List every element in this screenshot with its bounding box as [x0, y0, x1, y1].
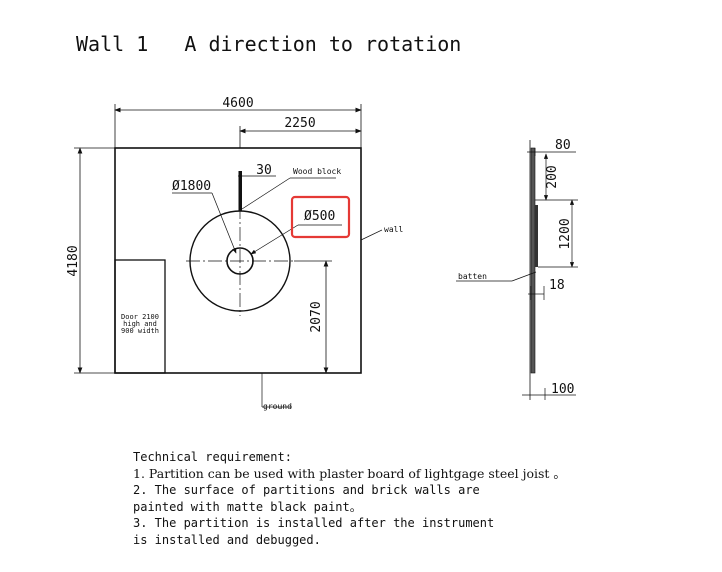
wood-block: [238, 171, 242, 211]
highlight-box: [290, 195, 351, 239]
dim-section-upper: 200: [545, 165, 560, 188]
dim-center-height: 2070: [309, 301, 324, 332]
door-label-line2: high and: [123, 320, 157, 328]
dim-partial-width: 2250: [284, 116, 315, 131]
dim-section-bottom: 100: [551, 382, 574, 397]
door-label-line3: 900 width: [121, 327, 159, 335]
notes-line-1: 1. Partition can be used with plaster bo…: [133, 465, 566, 481]
batten-label: batten: [458, 272, 487, 281]
dim-wood-block-width: 30: [256, 163, 272, 178]
notes-heading: Technical requirement:: [133, 450, 292, 464]
drawing-title: Wall 1 A direction to rotation: [76, 32, 461, 56]
dim-small-circle: Ø500: [304, 209, 335, 224]
notes-line-2: 2. The surface of partitions and brick w…: [133, 483, 480, 497]
door-outline: [114, 259, 166, 374]
dim-height: 4180: [66, 245, 81, 276]
dim-section-top: 80: [555, 138, 571, 153]
notes-line-5: is installed and debugged.: [133, 532, 321, 547]
section-batten: [535, 205, 538, 267]
dim-section-gap: 18: [549, 278, 565, 293]
notes-line-3: painted with matte black paint。: [133, 499, 362, 514]
technical-notes: Technical requirement: 1. Partition can …: [133, 449, 566, 548]
wall-label: wall: [384, 225, 403, 234]
ground-label: ground: [263, 402, 292, 411]
dim-section-mid: 1200: [558, 218, 573, 249]
notes-line-4: 3. The partition is installed after the …: [133, 516, 495, 530]
dim-total-width: 4600: [222, 96, 253, 111]
section-wall: [530, 147, 536, 374]
wood-block-label: Wood block: [293, 167, 341, 176]
door-label-line1: Door 2100: [121, 313, 159, 321]
dim-large-circle: Ø1800: [172, 179, 211, 194]
